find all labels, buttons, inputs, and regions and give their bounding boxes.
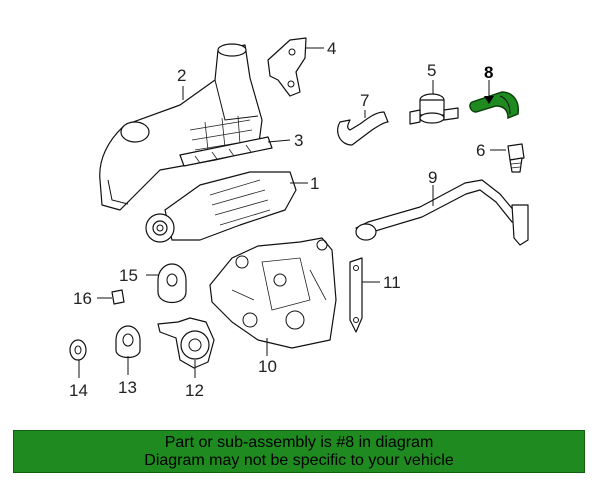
- callout-6: 6: [476, 141, 485, 160]
- callout-14: 14: [69, 381, 88, 400]
- part-8-hose-highlighted[interactable]: [469, 91, 519, 120]
- part-8-arrow: [484, 96, 494, 104]
- part-6-sensor[interactable]: [507, 143, 525, 173]
- leader-lines: [78, 47, 506, 378]
- callout-16: 16: [73, 289, 92, 308]
- banner-line-2: Diagram may not be specific to your vehi…: [144, 451, 454, 469]
- callout-1: 1: [310, 174, 319, 193]
- callout-10: 10: [258, 357, 277, 376]
- callout-5: 5: [427, 61, 436, 80]
- part-14-washer[interactable]: [69, 339, 87, 361]
- callout-2: 2: [177, 66, 186, 85]
- part-15-idler-pulley[interactable]: [157, 263, 187, 304]
- part-2-intake-manifold[interactable]: [99, 43, 263, 211]
- callout-3: 3: [294, 131, 303, 150]
- info-banner: Part or sub-assembly is #8 in diagram Di…: [13, 430, 585, 473]
- part-11-gasket[interactable]: [349, 257, 363, 333]
- banner-line-1: Part or sub-assembly is #8 in diagram: [164, 433, 434, 451]
- callout-11: 11: [383, 273, 401, 292]
- callout-15: 15: [119, 266, 138, 285]
- callout-7: 7: [360, 91, 369, 110]
- part-5-valve[interactable]: [409, 93, 459, 125]
- callout-4: 4: [327, 39, 336, 58]
- part-13-pulley[interactable]: [115, 325, 141, 359]
- part-16-plug[interactable]: [111, 289, 125, 305]
- callout-9: 9: [428, 168, 437, 187]
- part-10-engine-bracket[interactable]: [209, 237, 337, 349]
- parts-diagram: 1 2 3 4 5 6 7 8 9 10 11 12 13 14 15 16: [69, 37, 529, 400]
- part-7-hose[interactable]: [337, 111, 389, 146]
- part-1-supercharger[interactable]: [145, 171, 297, 243]
- callout-13: 13: [118, 378, 137, 397]
- callout-8: 8: [484, 63, 493, 82]
- callout-12: 12: [185, 381, 204, 400]
- part-4-bracket[interactable]: [267, 37, 307, 97]
- part-9-tube[interactable]: [355, 179, 529, 246]
- part-3-gasket[interactable]: [179, 136, 273, 167]
- part-12-tensioner[interactable]: [157, 317, 215, 369]
